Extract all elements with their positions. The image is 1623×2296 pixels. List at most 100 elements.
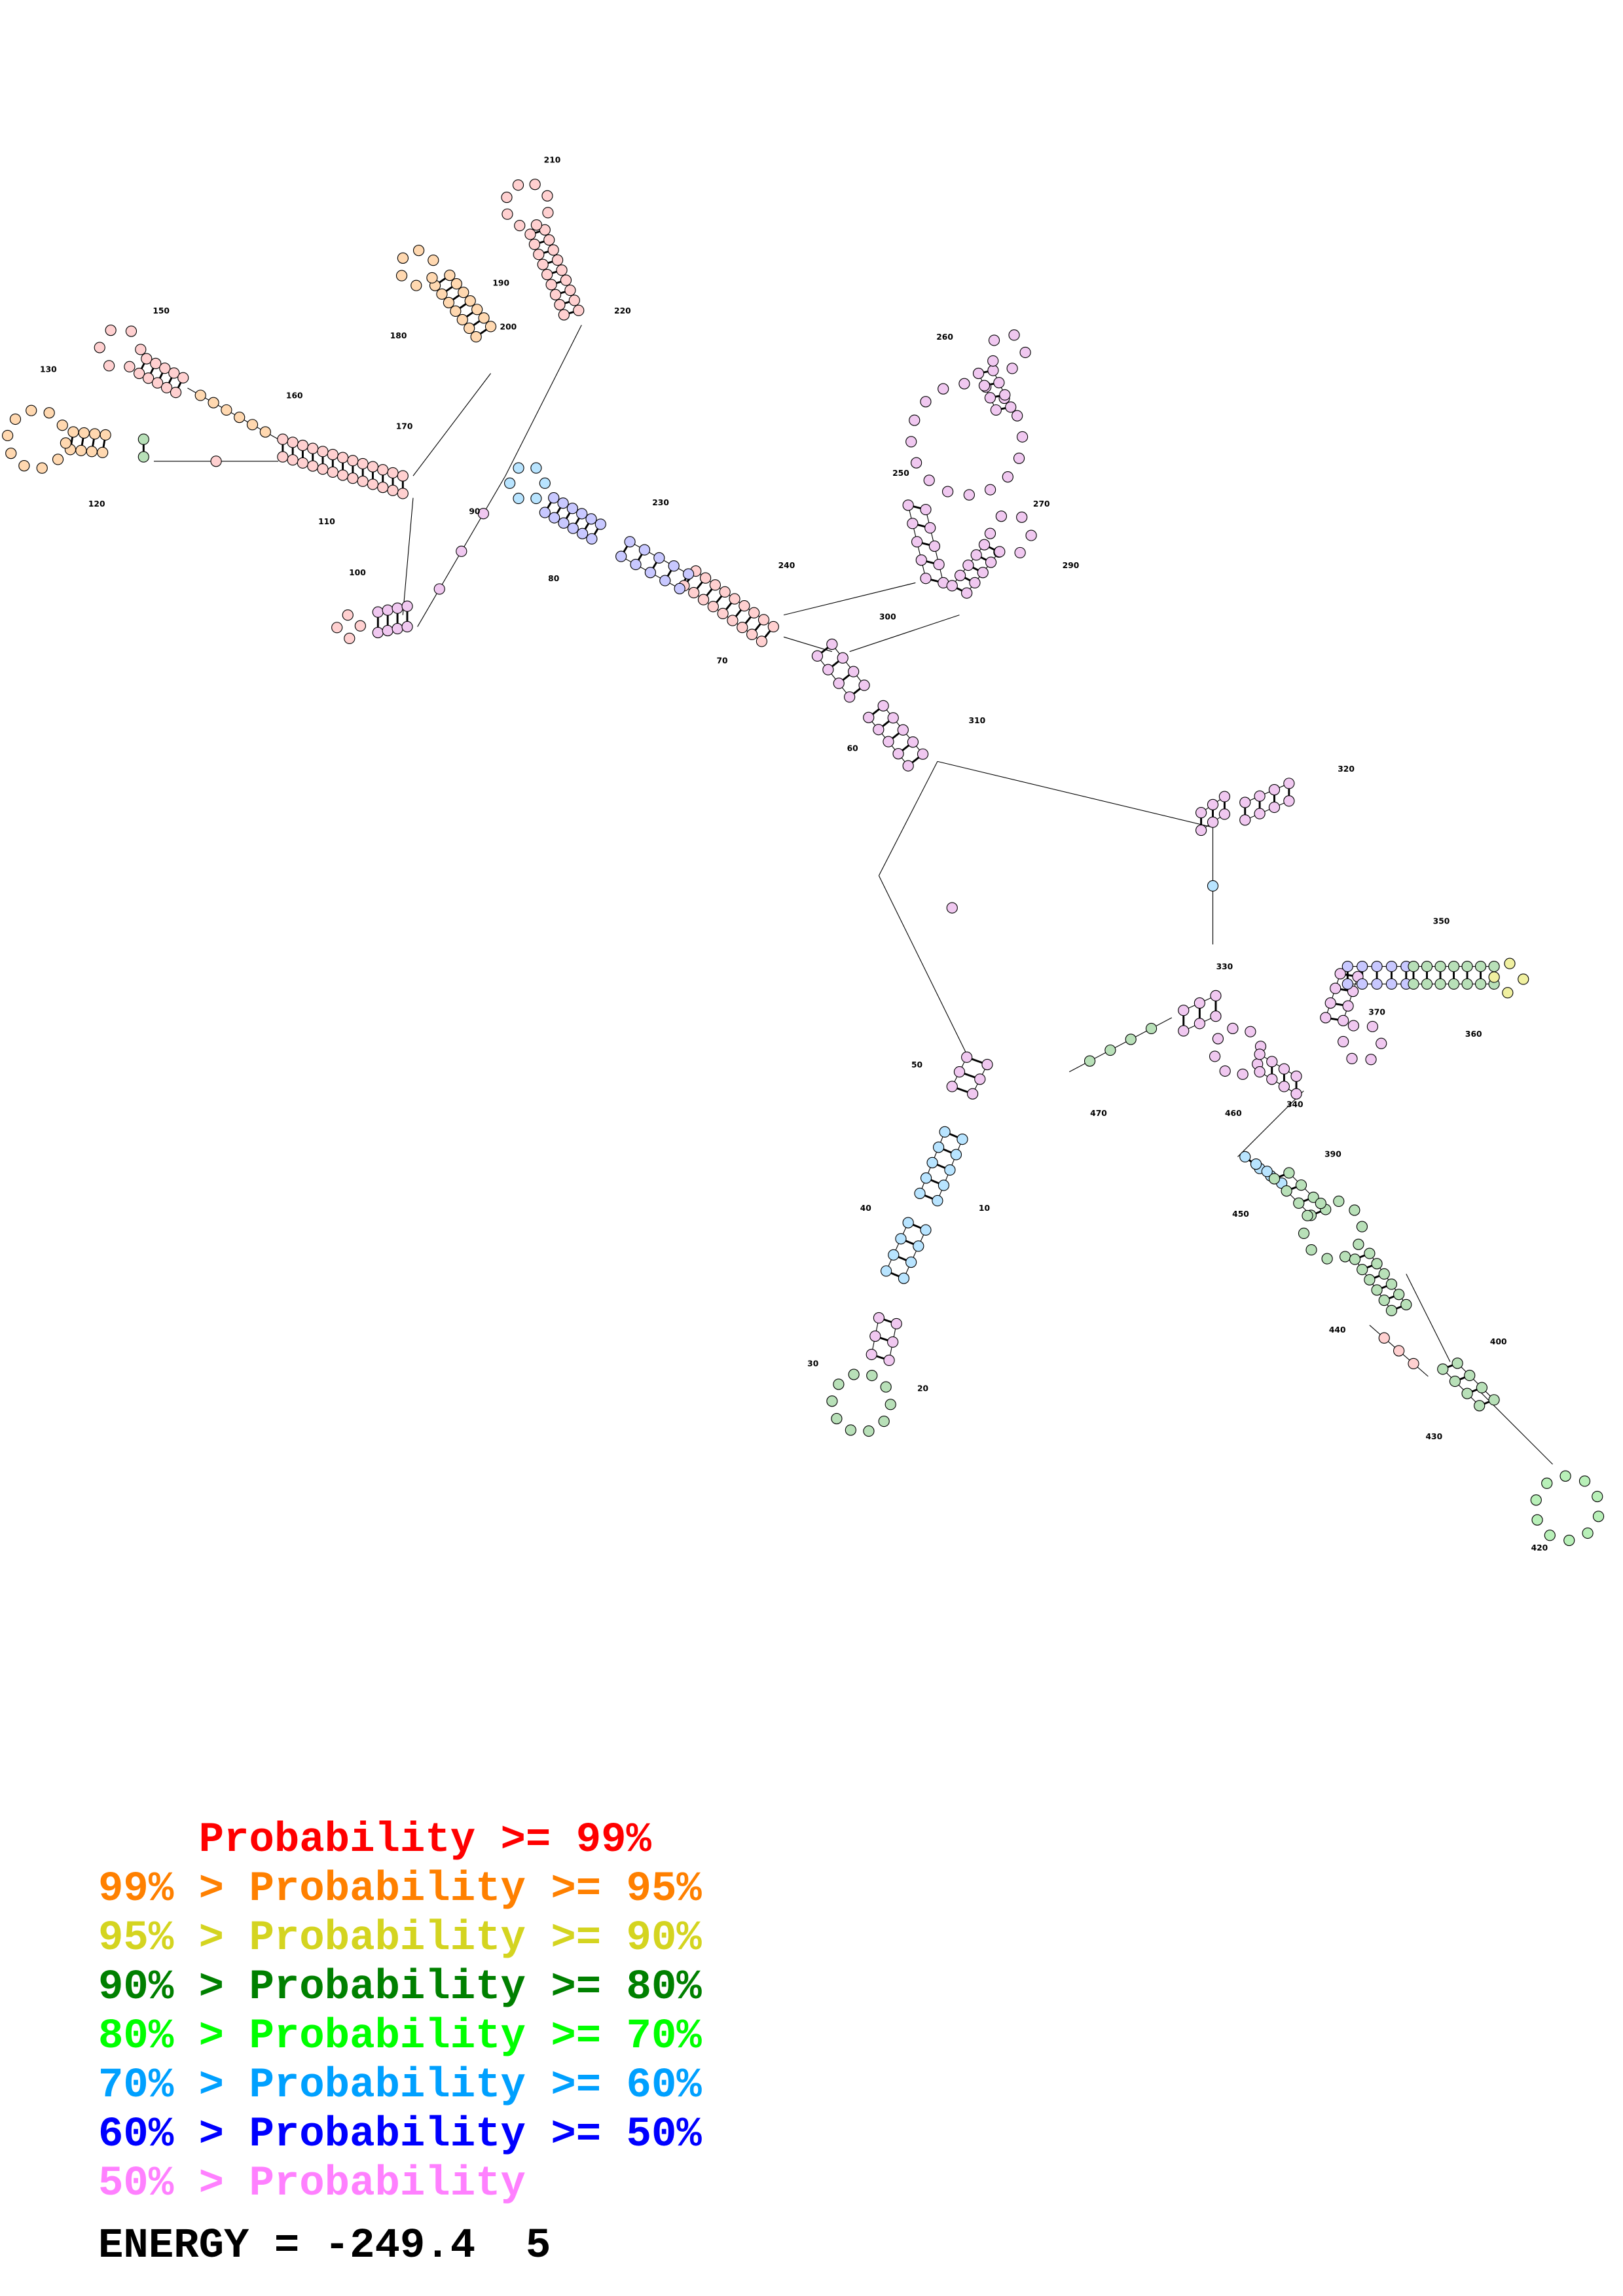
nucleotide bbox=[234, 412, 246, 423]
nucleotide bbox=[586, 533, 598, 545]
legend-row: 50% > Probability bbox=[98, 2160, 702, 2209]
legend-row: 80% > Probability >= 70% bbox=[98, 2013, 702, 2062]
nucleotide bbox=[94, 342, 105, 353]
nucleotide bbox=[1281, 1185, 1292, 1197]
nucleotide bbox=[1283, 795, 1295, 807]
nucleotide bbox=[1421, 960, 1433, 973]
legend-row: 95% > Probability >= 90% bbox=[98, 1914, 702, 1964]
nucleotide bbox=[133, 367, 145, 380]
nucleotide bbox=[512, 179, 524, 191]
nucleotide bbox=[513, 462, 524, 474]
nucleotide bbox=[1333, 1195, 1345, 1208]
nucleotide bbox=[1012, 410, 1023, 422]
position-label: 340 bbox=[1286, 1100, 1304, 1109]
position-label: 230 bbox=[652, 498, 669, 507]
nucleotide bbox=[1321, 1253, 1333, 1265]
nucleotide bbox=[1293, 1197, 1305, 1209]
nucleotide bbox=[287, 437, 299, 448]
nucleotide bbox=[1448, 978, 1460, 990]
nucleotide bbox=[367, 478, 379, 490]
position-label: 320 bbox=[1338, 764, 1355, 774]
nucleotide bbox=[1464, 1369, 1476, 1382]
nucleotide bbox=[954, 569, 966, 581]
nucleotide bbox=[397, 252, 409, 264]
nucleotide bbox=[1254, 1066, 1266, 1078]
nucleotide bbox=[137, 433, 149, 445]
nucleotide bbox=[848, 1369, 860, 1380]
nucleotide bbox=[484, 321, 497, 332]
nucleotide bbox=[277, 433, 289, 445]
nucleotide bbox=[668, 560, 680, 572]
energy-label: ENERGY = bbox=[98, 2223, 325, 2270]
position-label: 200 bbox=[500, 322, 517, 331]
nucleotide bbox=[1504, 958, 1516, 969]
nucleotide bbox=[331, 622, 343, 634]
backbone-line bbox=[937, 761, 1213, 828]
nucleotide bbox=[697, 594, 710, 605]
nucleotide bbox=[566, 503, 578, 514]
nucleotide bbox=[963, 489, 975, 501]
nucleotide bbox=[811, 650, 824, 662]
nucleotide bbox=[972, 367, 985, 380]
nucleotide bbox=[1194, 997, 1205, 1009]
nucleotide bbox=[1125, 1033, 1137, 1045]
nucleotide bbox=[909, 414, 921, 426]
nucleotide bbox=[458, 287, 469, 298]
nucleotide bbox=[1084, 1055, 1096, 1067]
nucleotide bbox=[993, 377, 1005, 389]
nucleotide bbox=[920, 503, 932, 516]
position-label: 300 bbox=[879, 612, 896, 621]
nucleotide bbox=[944, 1164, 956, 1176]
nucleotide bbox=[470, 331, 482, 343]
nucleotide bbox=[86, 446, 98, 457]
nucleotide bbox=[962, 559, 974, 571]
nucleotide bbox=[357, 457, 369, 470]
nucleotide bbox=[160, 382, 173, 393]
nucleotide bbox=[883, 736, 894, 747]
nucleotide bbox=[987, 365, 999, 376]
nucleotide bbox=[317, 446, 329, 457]
position-label: 70 bbox=[716, 656, 727, 665]
nucleotide bbox=[342, 609, 354, 621]
legend-text: Probability >= 90% bbox=[249, 1915, 702, 1962]
nucleotide bbox=[89, 428, 101, 440]
nucleotide bbox=[103, 360, 115, 372]
nucleotide bbox=[1451, 1357, 1463, 1369]
nucleotide bbox=[1207, 816, 1219, 828]
nucleotide bbox=[1237, 1068, 1249, 1080]
nucleotide bbox=[412, 245, 425, 257]
position-label-layer: 1020304050607080901001101201301501601701… bbox=[40, 155, 1548, 1552]
nucleotide bbox=[1461, 1388, 1473, 1399]
nucleotide bbox=[18, 459, 30, 472]
nucleotide bbox=[1005, 401, 1017, 413]
nucleotide bbox=[966, 1088, 979, 1100]
nucleotide bbox=[564, 284, 576, 296]
nucleotide bbox=[337, 469, 349, 481]
nucleotide bbox=[1474, 978, 1487, 990]
nucleotide bbox=[1461, 960, 1473, 973]
nucleotide bbox=[1315, 1197, 1326, 1210]
nucleotide bbox=[1227, 1022, 1239, 1034]
nucleotide bbox=[327, 448, 338, 461]
backbone-line bbox=[1245, 783, 1290, 803]
nucleotide bbox=[1207, 880, 1219, 892]
structure-number: 5 bbox=[525, 2223, 551, 2270]
nucleotide bbox=[988, 334, 1000, 346]
position-label: 260 bbox=[936, 332, 953, 342]
nucleotide bbox=[682, 568, 695, 580]
nucleotide bbox=[297, 457, 309, 469]
nucleotide bbox=[26, 404, 37, 416]
nucleotide bbox=[387, 484, 399, 496]
nucleotide bbox=[1437, 1363, 1449, 1375]
nucleotide bbox=[513, 492, 524, 505]
nucleotide bbox=[984, 528, 996, 539]
nucleotide bbox=[530, 462, 542, 474]
nucleotide bbox=[524, 228, 536, 240]
nucleotide bbox=[1582, 1527, 1594, 1539]
nucleotide bbox=[844, 691, 856, 703]
nucleotide bbox=[547, 244, 559, 256]
nucleotide bbox=[984, 392, 996, 404]
position-label: 50 bbox=[911, 1060, 922, 1069]
position-label: 240 bbox=[778, 561, 795, 570]
nucleotide bbox=[542, 207, 554, 219]
